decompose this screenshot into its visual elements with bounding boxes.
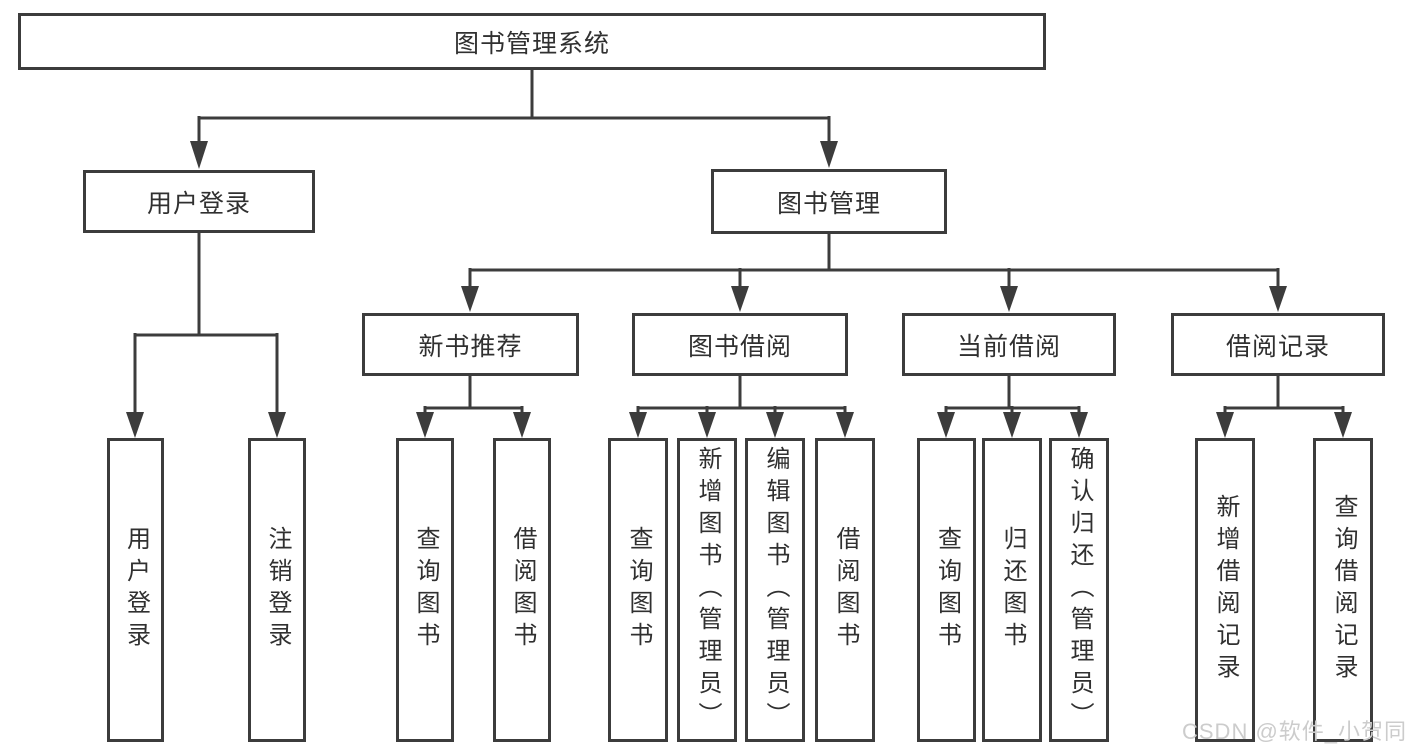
- node-label: 查询借阅记录: [1330, 494, 1357, 686]
- node-label: 注销登录: [264, 526, 291, 654]
- node-label: 确认归还（管理员）: [1066, 446, 1093, 734]
- node-label: 图书借阅: [687, 332, 792, 361]
- node-label: 编辑图书（管理员）: [762, 446, 789, 734]
- leaf-query-borrow-record: 查询借阅记录: [1313, 438, 1373, 742]
- leaf-confirm-return-admin: 确认归还（管理员）: [1049, 438, 1109, 742]
- node-label: 新增借阅记录: [1212, 494, 1239, 686]
- csdn-watermark: CSDN @软件_小贺同学: [1182, 719, 1405, 744]
- node-label: 当前借阅: [956, 332, 1061, 361]
- arrowhead-icons: [126, 141, 1352, 438]
- node-label: 借阅图书: [832, 526, 859, 654]
- leaf-return-books: 归还图书: [982, 438, 1042, 742]
- node-book-management: 图书管理: [711, 169, 947, 234]
- leaf-edit-books-admin: 编辑图书（管理员）: [745, 438, 805, 742]
- leaf-query-books-current: 查询图书: [917, 438, 976, 742]
- node-label: 查询图书: [933, 526, 961, 654]
- leaf-query-books-borrow: 查询图书: [608, 438, 668, 742]
- node-label: 新增图书（管理员）: [694, 446, 721, 734]
- leaf-borrow-books: 借阅图书: [815, 438, 875, 742]
- node-label: 查询图书: [625, 526, 652, 654]
- leaf-add-books-admin: 新增图书（管理员）: [677, 438, 737, 742]
- node-label: 图书管理: [776, 189, 881, 218]
- node-book-borrow: 图书借阅: [632, 313, 848, 376]
- node-label: 用户登录: [122, 526, 150, 654]
- node-label: 新书推荐: [418, 332, 523, 361]
- node-new-book-recommend: 新书推荐: [362, 313, 579, 376]
- node-label: 借阅图书: [509, 526, 536, 654]
- leaf-user-login: 用户登录: [107, 438, 164, 742]
- node-label: 图书管理系统: [453, 29, 610, 58]
- node-user-login: 用户登录: [83, 170, 315, 233]
- node-root-library-management-system: 图书管理系统: [18, 13, 1046, 70]
- leaf-add-borrow-record: 新增借阅记录: [1195, 438, 1255, 742]
- node-label: 借阅记录: [1225, 332, 1330, 361]
- node-label: 用户登录: [146, 189, 251, 218]
- node-current-borrow: 当前借阅: [902, 313, 1116, 376]
- node-borrow-records: 借阅记录: [1171, 313, 1385, 376]
- node-label: 查询图书: [412, 526, 439, 654]
- node-label: 归还图书: [999, 526, 1026, 654]
- leaf-query-books-recommend: 查询图书: [396, 438, 454, 742]
- leaf-borrow-books-recommend: 借阅图书: [493, 438, 551, 742]
- leaf-logout: 注销登录: [248, 438, 306, 742]
